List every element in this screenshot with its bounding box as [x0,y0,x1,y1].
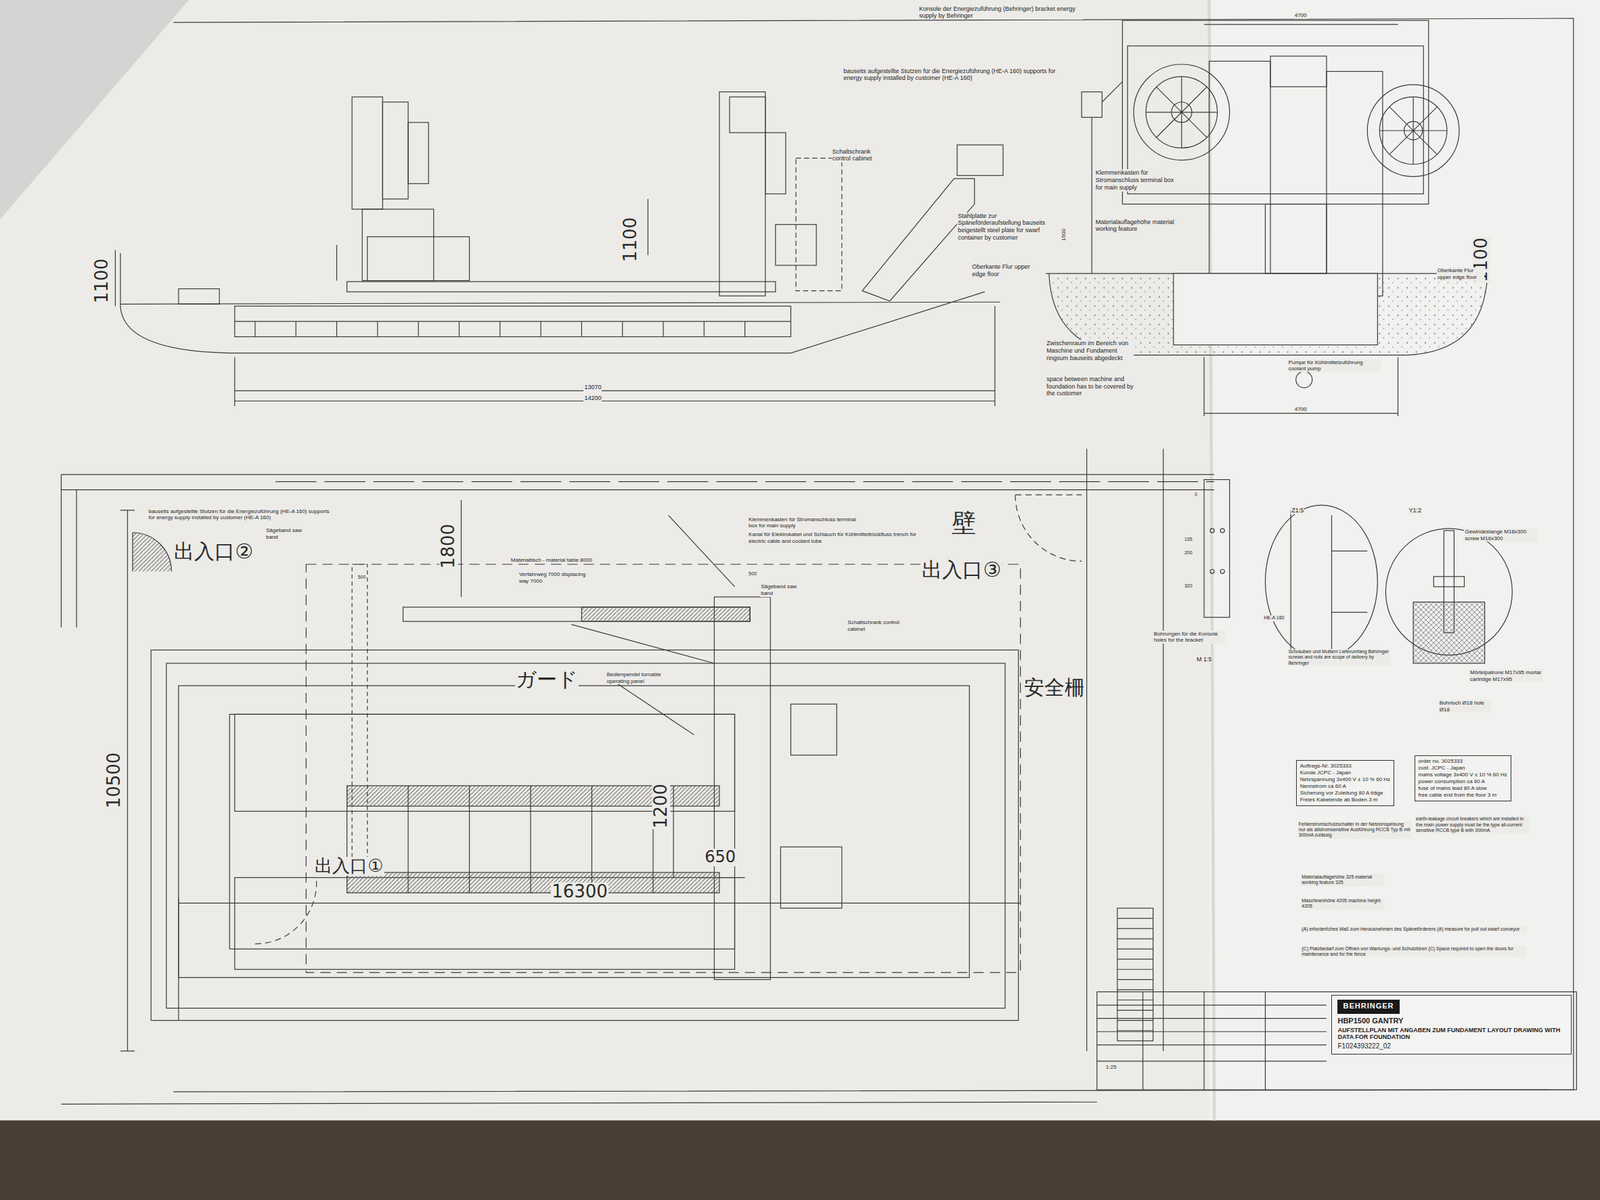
annotation: Schaltschrank control cabinet [846,619,909,633]
box-text: Sicherung vor Zuleitung 80 A träge [1300,789,1391,797]
order-data-table: order no. 3025333cust. JCPC - Japanmains… [1414,755,1512,802]
annotation: Sägeband saw band [760,583,803,597]
dimension-value: 1800 [439,523,459,570]
annotation: Materialauflagehöhe material working fea… [1095,218,1184,234]
annotation: Pumpe für Kühlmittelzuführung coolant pu… [1287,359,1382,373]
annotation: Bedienpendel turnable operating panel [606,671,669,685]
company-logo: BEHRINGER [1337,999,1399,1014]
detail-scale: M 1:5 [1195,655,1213,664]
dimension-value: 1500 [1061,228,1069,242]
box-text: HBP1500 GANTRY [1337,1016,1565,1025]
annotation: Sägeband saw band [265,527,308,541]
note: Fehlerstromschutzschalter in der Netzein… [1298,821,1412,839]
dimension-value: 650 [703,848,737,866]
box-text: order no. 3025333 [1418,758,1508,765]
dimension-value: 200 [1183,550,1194,556]
annotation: Schrauben und Muttern Lieferumfang Behri… [1287,649,1392,666]
box-text: cust. JCPC - Japan [1418,764,1508,772]
box-text: Netzspannung 3x400 V ± 10 % 60 Hz [1300,776,1391,784]
note: (C) Platzbedarf zum Öffnen von Wartungs-… [1300,946,1527,958]
note: (A) erforderliches Maß zum Herausnehmen … [1300,926,1527,932]
dimension-value: 0 [1193,492,1198,498]
annotation: Schaltschrank control cabinet [831,148,884,164]
annotation: Stahlplatte zur Späneförderaufstellung b… [957,212,1056,242]
box-text: mains voltage 3x400 V ± 10 % 60 Hz [1418,771,1508,779]
annotation: HE-A 160 [1262,615,1285,621]
annotation: Bohrloch Ø18 hole Ø18 [1438,699,1492,713]
dimension-value: 1200 [651,783,671,830]
annotation: Zwischenraum im Bereich von Maschine und… [1045,339,1134,362]
box-text: Kunde JCPC - Japan [1300,769,1391,777]
dimension-value: 135 [1183,536,1194,543]
annotation: Bohrungen für die Konsole holes for the … [1153,630,1227,644]
dimension-value: 1100 [92,257,111,304]
dimension-value: 1100 [621,216,640,263]
note: Maschinenhöhe 4205 machine height 4205 [1300,898,1385,910]
order-data-table: Auftrags-Nr. 3025333Kunde JCPC - JapanNe… [1296,760,1395,807]
dimension-value: 14200 [583,394,602,403]
annotation: Verfahrweg 7000 displacing way 7000 [518,571,592,585]
box-text: fuse of mains lead 80 A slow [1418,785,1508,792]
box-text: power consumption ca 60 A [1418,778,1508,786]
dimension-value: 4700 [1294,406,1308,413]
dimension-value: 16300 [550,882,609,901]
note: earth-leakage circuit breakers which are… [1415,816,1529,834]
handwritten-note: 出入口① [314,856,384,876]
box-text: F1024393222_02 [1337,1042,1565,1050]
dimension-value: 500 [357,574,367,581]
title-block: BEHRINGER HBP1500 GANTRYAUFSTELLPLAN MIT … [1331,994,1571,1055]
annotation: Klemmenkasten für Stromanschluss termina… [747,516,862,530]
annotation: bauseits aufgestellte Stutzen für die En… [842,67,1064,83]
annotation: Materialtisch - material table 8000 [510,557,593,564]
handwritten-note: 安全柵 [1023,676,1086,699]
annotation: Gewindestange M16x300 screw M16x300 [1463,528,1538,542]
box-text: Auftrags-Nr. 3025333 [1300,762,1391,770]
annotation: Klemmenkasten für Stromanschluss termina… [1095,169,1184,191]
box-text: Nennstrom ca 60 A [1300,783,1391,790]
box-text: free cable end from the floor 3 m [1418,791,1508,799]
detail-scale: Y1:2 [1408,506,1423,515]
handwritten-note: 壁 [950,510,977,537]
annotation: Oberkante Flur upper edge floor [971,263,1034,279]
note: Materialauflagehöhe 325 material working… [1300,874,1385,886]
annotation: Oberkante Flur upper edge floor [1436,267,1485,281]
box-text: Freies Kabelende ab Boden 3 m [1300,796,1391,804]
dimension-value: 10500 [104,751,124,810]
detail-scale: Z1:5 [1290,506,1305,515]
dimension-value: 500 [747,571,758,577]
annotation: Kanal für Elektrokabel und Schlauch für … [747,531,923,545]
annotation: Mörtelpatrone M17x95 mortar cartridge M1… [1469,669,1543,683]
logo-text: BEHRINGER [1342,1001,1394,1010]
dimension-value: 4700 [1294,12,1308,19]
annotation: bauseits aufgestellte Stutzen für die En… [148,508,333,522]
box-text: AUFSTELLPLAN MIT ANGABEN ZUM FUNDAMENT L… [1337,1026,1565,1041]
dimension-value: 320 [1183,583,1194,589]
scale-value: 1:25 [1105,1063,1118,1071]
annotation: Konsole der Energiezuführung (Behringer)… [918,5,1083,21]
annotation: space between machine and foundation has… [1045,375,1134,398]
dimension-value: 13070 [583,383,602,392]
handwritten-note: 出入口③ [921,559,1002,581]
handwritten-note: ガード [515,668,579,691]
handwritten-note: 出入口② [173,540,254,563]
